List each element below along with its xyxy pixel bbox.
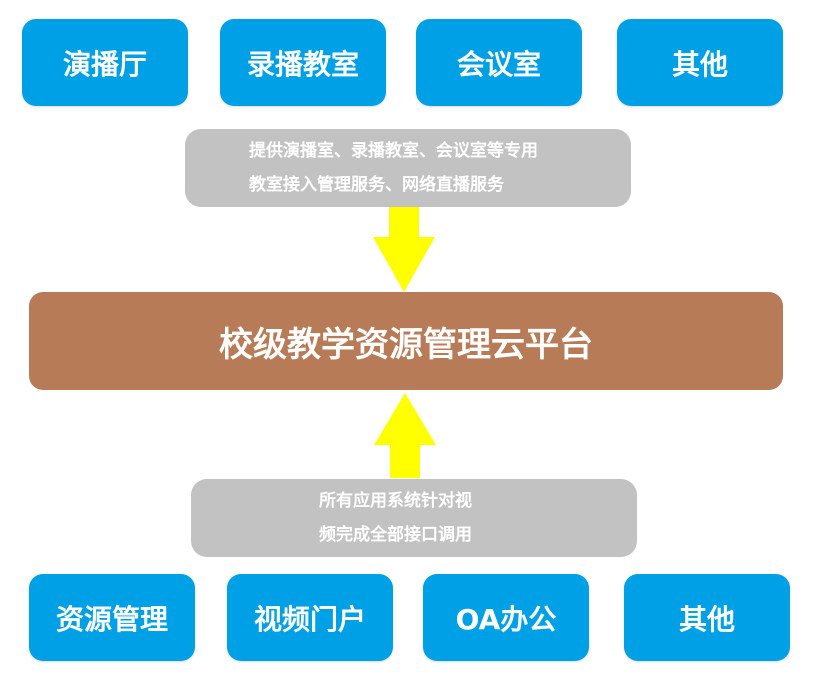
down-arrow-icon <box>373 207 435 292</box>
bottom-note-line2: 频完成全部接口调用 <box>319 525 472 545</box>
bottom-box-resource-management: 资源管理 <box>29 574 195 661</box>
up-arrow-icon <box>374 393 436 478</box>
top-note: 提供演播室、录播教室、会议室等专用 教室接入管理服务、网络直播服务 <box>185 129 631 207</box>
bottom-note: 所有应用系统针对视 频完成全部接口调用 <box>191 479 637 557</box>
top-box-recording-classroom: 录播教室 <box>220 19 386 106</box>
platform-box: 校级教学资源管理云平台 <box>29 292 783 390</box>
top-note-line1: 提供演播室、录播教室、会议室等专用 <box>249 141 538 161</box>
top-box-studio: 演播厅 <box>22 19 188 106</box>
top-box-meeting-room: 会议室 <box>416 19 582 106</box>
bottom-box-oa-office: OA办公 <box>423 574 589 661</box>
top-note-line2: 教室接入管理服务、网络直播服务 <box>249 175 504 195</box>
bottom-note-line1: 所有应用系统针对视 <box>319 491 472 511</box>
bottom-box-other: 其他 <box>624 574 790 661</box>
top-box-other: 其他 <box>617 19 783 106</box>
bottom-box-video-portal: 视频门户 <box>227 574 393 661</box>
